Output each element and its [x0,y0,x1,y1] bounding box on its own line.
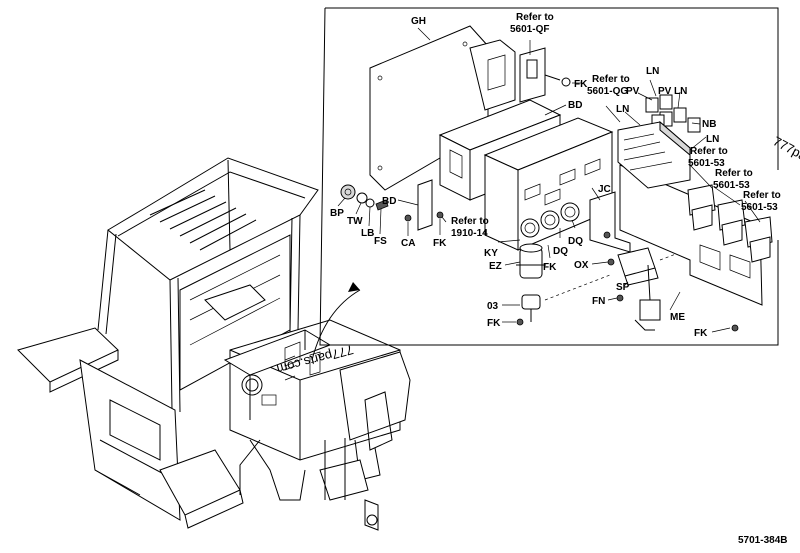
label-fk-ky: FK [543,262,557,273]
label-nb: NB [702,119,716,130]
label-refer-53-a: Refer to 5601-53 [688,146,731,169]
label-fn: FN [592,296,605,307]
leader-lines [337,27,761,333]
label-fk-top: FK [574,79,588,90]
label-lb: LB [361,228,374,239]
label-ky: KY [484,248,498,259]
label-fk-low: FK [487,318,501,329]
label-fs: FS [374,236,387,247]
label-bd-low: BD [382,196,396,207]
machine-chassis-illustration [17,157,411,531]
watermark-edge: 777pa [771,133,800,164]
label-ln-3: LN [616,104,629,115]
label-refer-53-c: Refer to 5601-53 [741,190,784,213]
label-tw: TW [347,216,363,227]
label-refer-qg: Refer to 5601-QG [587,74,633,97]
label-ln-1: LN [646,66,659,77]
label-dq-1: DQ [553,246,568,257]
label-refer-1910: Refer to 1910-14 [451,216,492,239]
exploded-view-frame [319,7,779,346]
label-fk-mid: FK [433,238,447,249]
label-me: ME [670,312,685,323]
label-sp: SP [616,282,630,293]
figure-code: 5701-384B [738,535,787,546]
callout-labels: GH Refer to 5601-QF FK Refer to 5601-QG … [330,12,784,339]
label-ln-4: LN [706,134,719,145]
label-bp: BP [330,208,344,219]
exploded-parts [340,25,773,332]
label-ln-2: LN [674,86,687,97]
label-ez: EZ [489,261,502,272]
label-ca: CA [401,238,415,249]
callout-arrow [311,282,361,361]
label-03: 03 [487,301,499,312]
label-jc: JC [598,184,611,195]
label-refer-53-b: Refer to 5601-53 [713,168,756,191]
label-fk-right: FK [694,328,708,339]
label-ox: OX [574,260,589,271]
label-refer-qf: Refer to 5601-QF [510,12,557,35]
label-dq-2: DQ [568,236,583,247]
label-gh: GH [411,16,426,27]
label-pv-1: PV [626,86,640,97]
label-bd-top: BD [568,100,582,111]
label-pv-2: PV [658,86,672,97]
